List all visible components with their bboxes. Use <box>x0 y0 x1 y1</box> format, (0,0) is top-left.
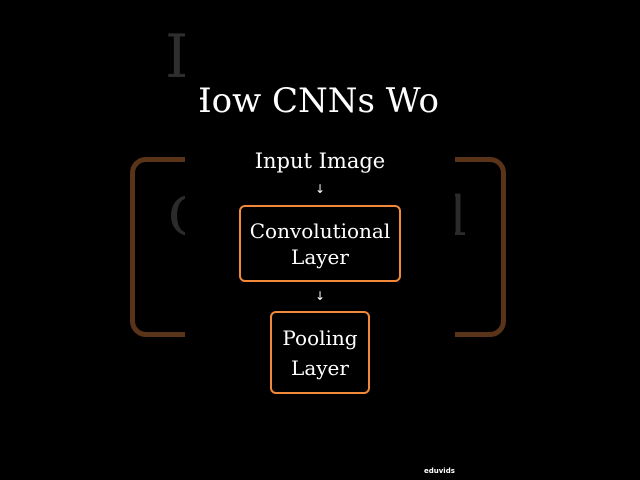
node-pool-label-line2: Layer <box>291 355 349 380</box>
title-container: How CNNs Work <box>200 78 440 126</box>
arrow-down-icon: ↓ <box>314 289 326 303</box>
diagram-title: How CNNs Work <box>200 81 440 121</box>
watermark: eduvids <box>424 467 455 475</box>
node-conv-label-line2: Layer <box>291 244 349 269</box>
arrow-down-icon: ↓ <box>314 182 326 196</box>
node-pool-label-line1: Pooling <box>282 325 358 350</box>
node-conv-label-line1: Convolutional <box>249 218 391 243</box>
node-input-image: Input Image <box>254 149 386 173</box>
node-pooling-layer: Pooling Layer <box>270 311 370 394</box>
node-convolutional-layer: Convolutional Layer <box>239 205 401 282</box>
